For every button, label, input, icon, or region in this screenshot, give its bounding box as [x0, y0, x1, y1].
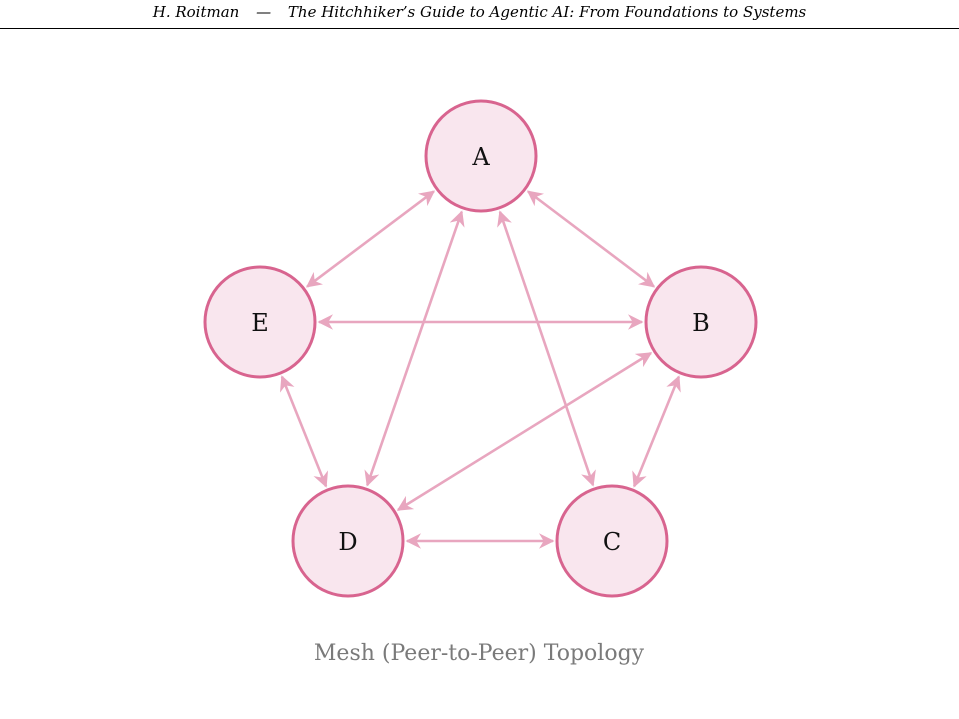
header-author: H. Roitman — [152, 3, 240, 21]
diagram-caption: Mesh (Peer-to-Peer) Topology — [314, 641, 645, 666]
header-separator: — — [256, 3, 272, 21]
edge-e-d — [279, 375, 329, 488]
node-d: D — [291, 484, 405, 598]
node-circle-b — [644, 265, 758, 379]
node-a: A — [424, 99, 538, 213]
edges-layer — [279, 190, 681, 549]
node-circle-c — [555, 484, 669, 598]
edge-a-b — [526, 190, 656, 288]
edge-a-d — [364, 210, 465, 487]
edge-a-e — [305, 190, 436, 288]
node-c: C — [555, 484, 669, 598]
nodes-layer: A B C D E — [203, 99, 758, 598]
node-label-e: E — [251, 309, 269, 337]
header-title: The Hitchhiker’s Guide to Agentic AI: Fr… — [287, 3, 807, 21]
edge-b-c — [632, 375, 681, 488]
node-circle-a — [424, 99, 538, 213]
edge-a-c — [497, 210, 596, 487]
node-label-d: D — [338, 528, 357, 556]
node-b: B — [644, 265, 758, 379]
node-label-c: C — [603, 528, 621, 556]
edge-b-d — [396, 351, 653, 512]
node-label-a: A — [471, 143, 490, 171]
node-circle-d — [291, 484, 405, 598]
running-header: H. Roitman — The Hitchhiker’s Guide to A… — [0, 0, 959, 29]
node-circle-e — [203, 265, 317, 379]
node-label-b: B — [692, 309, 710, 337]
node-e: E — [203, 265, 317, 379]
